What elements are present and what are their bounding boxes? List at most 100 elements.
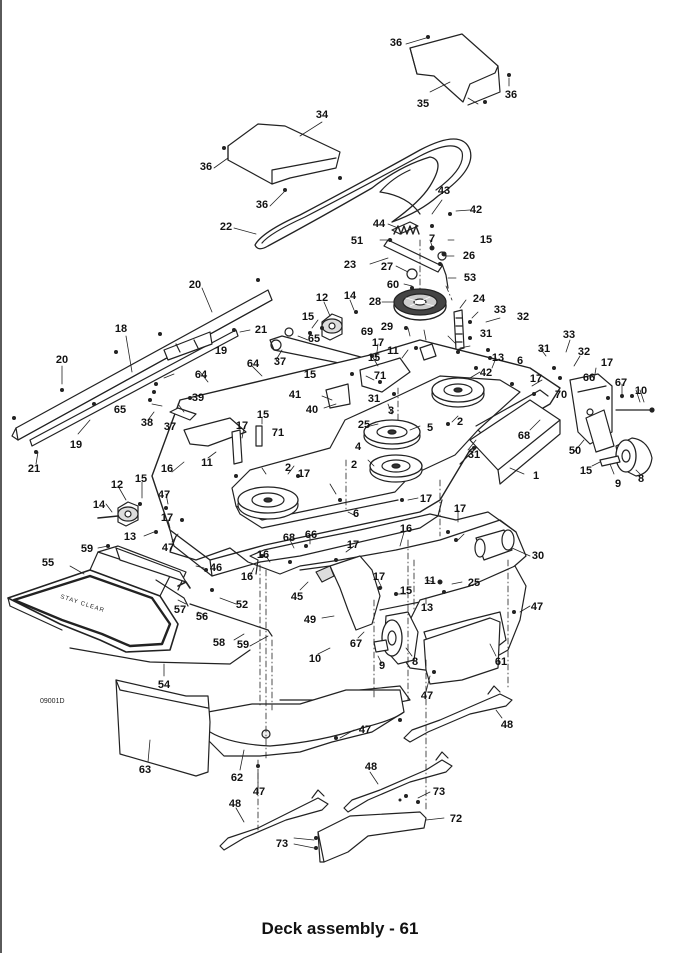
callout-number: 4 xyxy=(355,441,362,453)
callout-number: 37 xyxy=(164,421,176,433)
idler-pulley-28 xyxy=(393,288,447,321)
callout-number: 15 xyxy=(302,311,314,323)
callout-number: 32 xyxy=(578,346,590,358)
drive-belt-22 xyxy=(254,138,472,250)
callout-number: 38 xyxy=(141,417,153,429)
callout-number: 62 xyxy=(231,772,243,784)
callout-number: 26 xyxy=(463,250,475,262)
callout-number: 66 xyxy=(583,372,595,384)
callout-number: 16 xyxy=(257,549,269,561)
callout-number: 31 xyxy=(480,328,492,340)
callout-number: 17 xyxy=(372,337,384,349)
callout-number: 47 xyxy=(253,786,265,798)
callout-number: 65 xyxy=(308,333,320,345)
strut-49 xyxy=(299,555,381,631)
callout-number: 13 xyxy=(421,602,433,614)
callout-number: 42 xyxy=(470,204,482,216)
blade-48-left xyxy=(219,789,329,851)
callout-number: 36 xyxy=(200,161,212,173)
callout-number: 15 xyxy=(580,465,592,477)
callout-number: 34 xyxy=(316,109,329,121)
callout-number: 59 xyxy=(237,639,249,651)
callout-number: 36 xyxy=(390,37,402,49)
callout-number: 2 xyxy=(285,462,291,474)
callout-number: 8 xyxy=(638,473,644,485)
pulley-12-lower xyxy=(97,501,139,527)
callout-number: 19 xyxy=(70,439,82,451)
callout-number: 13 xyxy=(492,352,504,364)
callout-number: 66 xyxy=(305,529,317,541)
callout-number: 7 xyxy=(429,233,435,245)
callout-number: 10 xyxy=(635,385,647,397)
callout-number: 72 xyxy=(450,813,462,825)
callout-number: 23 xyxy=(344,259,356,271)
callout-number: 69 xyxy=(361,326,373,338)
callout-number: 17 xyxy=(298,468,310,480)
callout-number: 31 xyxy=(468,449,480,461)
callout-number: 68 xyxy=(283,532,295,544)
callout-number: 17 xyxy=(347,539,359,551)
callout-number: 16 xyxy=(241,571,253,583)
callout-number: 25 xyxy=(468,577,480,589)
spring-44 xyxy=(393,225,420,235)
callout-number: 15 xyxy=(480,234,492,246)
blade-48-center xyxy=(343,751,453,813)
callout-number: 15 xyxy=(400,585,412,597)
callout-number: 20 xyxy=(56,354,68,366)
callout-number: 15 xyxy=(304,369,316,381)
callout-number: 14 xyxy=(93,499,106,511)
callout-number: 47 xyxy=(421,690,433,702)
callout-number: 47 xyxy=(531,601,543,613)
callout-number: 56 xyxy=(196,611,208,623)
callout-number: 64 xyxy=(195,369,208,381)
callout-number: 73 xyxy=(433,786,445,798)
callout-number: 46 xyxy=(210,562,222,574)
fasteners xyxy=(12,35,634,850)
callout-number: 48 xyxy=(501,719,513,731)
roller-30 xyxy=(474,529,515,561)
callout-number: 39 xyxy=(192,392,204,404)
plate-72 xyxy=(317,811,427,863)
callout-number: 65 xyxy=(114,404,126,416)
callout-number: 11 xyxy=(387,345,399,357)
callout-number: 52 xyxy=(236,599,248,611)
blade-48-right xyxy=(403,685,513,743)
callout-number: 63 xyxy=(139,764,151,776)
callout-number: 73 xyxy=(276,838,288,850)
alignment-lines xyxy=(257,239,509,831)
callout-number: 58 xyxy=(213,637,225,649)
deck-beam-1 xyxy=(469,389,561,485)
deck-pulley-left xyxy=(237,486,299,520)
side-plate-62 xyxy=(207,689,405,757)
callout-number: 47 xyxy=(158,489,170,501)
callout-number: 33 xyxy=(494,304,506,316)
idler-bracket-center xyxy=(325,343,437,409)
deflector-chute-55 xyxy=(7,545,187,653)
callout-number: 3 xyxy=(388,405,394,417)
callout-number: 10 xyxy=(309,653,321,665)
cover-35 xyxy=(409,33,501,106)
deck-pulley-center-lower xyxy=(369,454,423,483)
callout-number: 27 xyxy=(381,261,393,273)
figure-caption: Deck assembly - 61 xyxy=(261,919,419,938)
callout-number: 12 xyxy=(111,479,123,491)
callout-number: 31 xyxy=(368,393,380,405)
callout-number: 68 xyxy=(518,430,530,442)
callout-number: 29 xyxy=(381,321,393,333)
callout-number: 37 xyxy=(274,356,286,368)
leader-lines xyxy=(35,37,645,849)
callout-number: 16 xyxy=(400,523,412,535)
callout-number: 70 xyxy=(555,389,567,401)
callout-number: 11 xyxy=(201,457,213,469)
callout-number: 22 xyxy=(220,221,232,233)
callout-number: 24 xyxy=(473,293,486,305)
callout-number: 5 xyxy=(427,422,433,434)
callout-number: 30 xyxy=(532,550,544,562)
axle-9-lower xyxy=(373,639,389,653)
idler-bracket-left xyxy=(169,407,263,465)
deck-pulley-center-upper xyxy=(363,419,421,450)
drawing-code: 09001D xyxy=(40,698,65,705)
callout-number: 55 xyxy=(42,557,54,569)
bracket-50 xyxy=(585,409,615,453)
